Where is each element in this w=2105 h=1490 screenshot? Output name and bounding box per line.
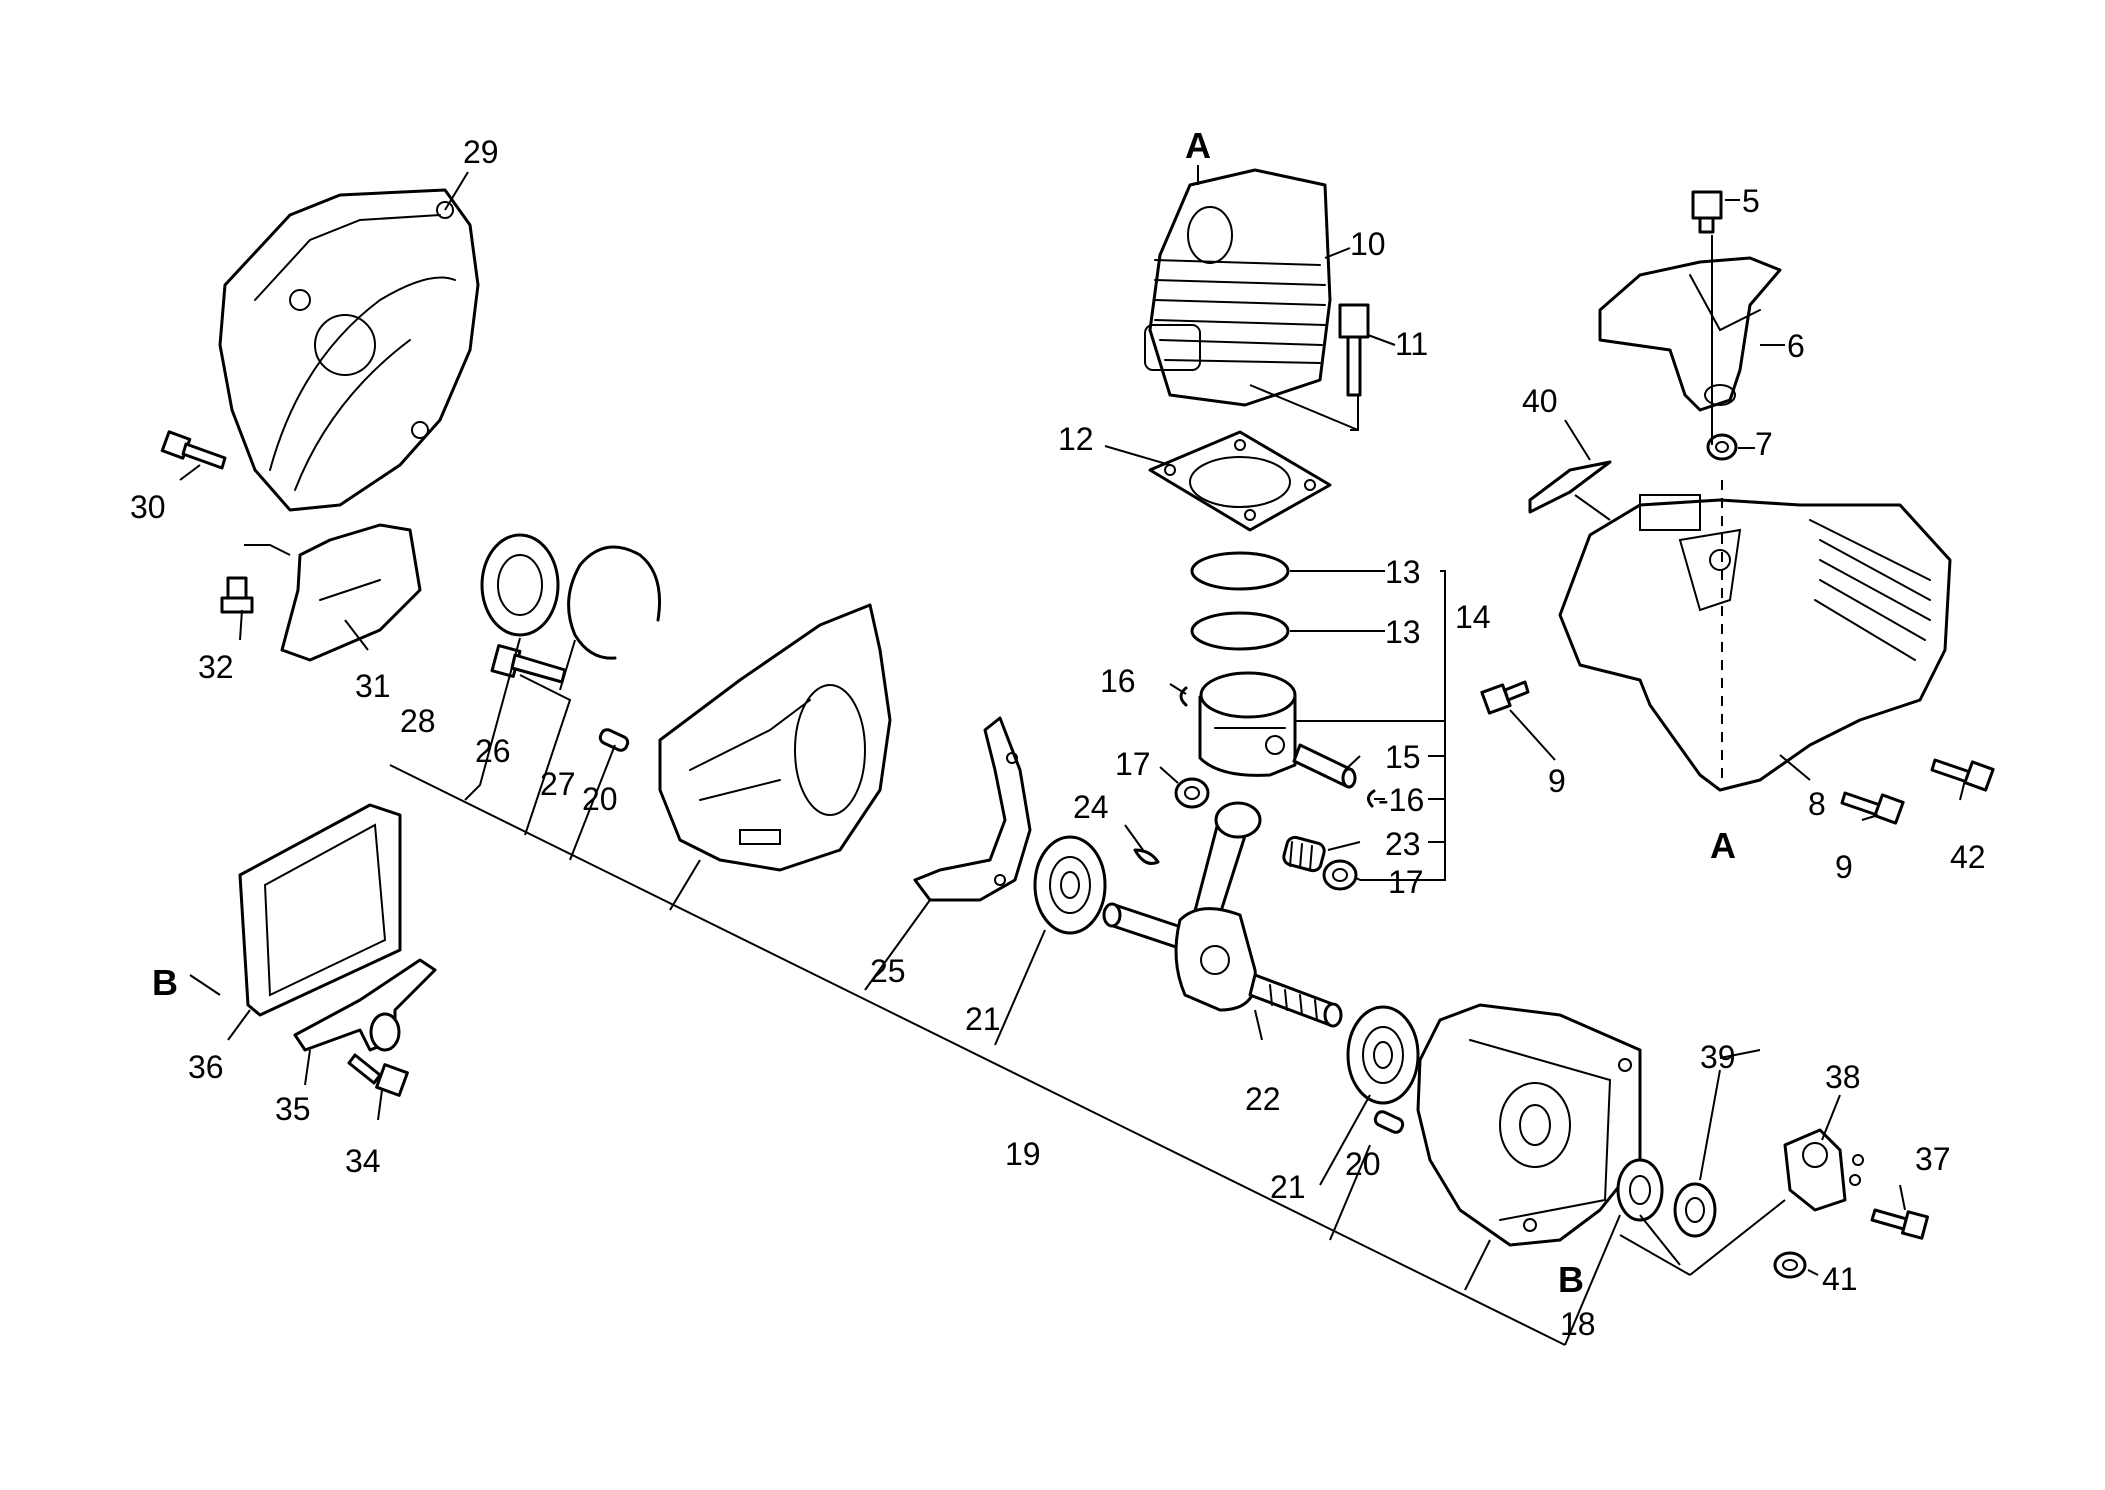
part-19-crankcase-left bbox=[658, 603, 892, 872]
callout-20-left: 20 bbox=[582, 781, 618, 817]
callout-34: 34 bbox=[345, 1143, 381, 1179]
ref-b-right: B bbox=[1558, 1259, 1584, 1300]
part-14-piston bbox=[1198, 671, 1297, 777]
part-10-cylinder bbox=[1144, 168, 1332, 407]
part-7-collar bbox=[1706, 433, 1738, 461]
callout-20-right: 20 bbox=[1345, 1146, 1381, 1182]
ref-a-top: A bbox=[1185, 125, 1211, 166]
callout-19: 19 bbox=[1005, 1136, 1041, 1172]
part-11-bolt bbox=[1338, 303, 1370, 397]
part-20-dowel-pin-right bbox=[1373, 1110, 1405, 1134]
part-17-washer-lower bbox=[1322, 859, 1358, 891]
part-39-bearing bbox=[1673, 1182, 1717, 1238]
callout-22: 22 bbox=[1245, 1081, 1281, 1117]
callout-30: 30 bbox=[130, 489, 166, 525]
part-5-bolt bbox=[1691, 190, 1723, 234]
ref-b-left: B bbox=[152, 962, 178, 1003]
callout-labels: 29 30 32 31 28 26 27 20 25 21 19 22 21 2… bbox=[130, 134, 1986, 1342]
part-6-upper-cover bbox=[1598, 256, 1782, 412]
callout-21-left: 21 bbox=[965, 1001, 1001, 1037]
part-16-clip-lower bbox=[1367, 789, 1376, 808]
callout-5: 5 bbox=[1742, 183, 1760, 219]
callout-10: 10 bbox=[1350, 226, 1386, 262]
part-37-bolt bbox=[1870, 1208, 1930, 1240]
part-40-label bbox=[1528, 460, 1612, 514]
part-38-oil-pump bbox=[1783, 1128, 1864, 1212]
callout-41: 41 bbox=[1822, 1261, 1858, 1297]
callout-9-left: 9 bbox=[1548, 763, 1566, 799]
callout-37: 37 bbox=[1915, 1141, 1951, 1177]
part-41-washer bbox=[1773, 1251, 1807, 1279]
part-42-bolt bbox=[1930, 758, 1995, 792]
part-21-bearing-left bbox=[1033, 835, 1107, 935]
callout-28: 28 bbox=[400, 703, 436, 739]
part-22-crankshaft bbox=[1102, 801, 1343, 1028]
part-21-bearing-right bbox=[1346, 1005, 1420, 1105]
callout-32: 32 bbox=[198, 649, 234, 685]
part-23-needle-bearing bbox=[1282, 835, 1326, 873]
callout-15: 15 bbox=[1385, 739, 1421, 775]
callout-25: 25 bbox=[870, 953, 906, 989]
part-27-circlip bbox=[567, 545, 662, 660]
callout-24: 24 bbox=[1073, 789, 1109, 825]
callout-13-lower: 13 bbox=[1385, 614, 1421, 650]
callout-14: 14 bbox=[1455, 599, 1491, 635]
part-30-bolt bbox=[160, 430, 227, 470]
callout-26: 26 bbox=[475, 733, 511, 769]
part-29-fan-cover bbox=[218, 188, 480, 512]
callout-8: 8 bbox=[1808, 786, 1826, 822]
callout-17-upper: 17 bbox=[1115, 746, 1151, 782]
callout-18: 18 bbox=[1560, 1306, 1596, 1342]
callout-39: 39 bbox=[1700, 1039, 1736, 1075]
callout-29: 29 bbox=[463, 134, 499, 170]
callout-9-right: 9 bbox=[1835, 849, 1853, 885]
part-36-gasket-frame bbox=[238, 803, 402, 1017]
part-17-washer-upper bbox=[1174, 777, 1210, 809]
callout-12: 12 bbox=[1058, 421, 1094, 457]
part-13-piston-ring-lower bbox=[1190, 611, 1290, 651]
part-25-gasket bbox=[913, 716, 1032, 902]
part-34-bolt bbox=[347, 1053, 409, 1097]
part-26-bolt bbox=[490, 644, 567, 684]
part-28-oil-seal bbox=[480, 533, 560, 637]
part-20-dowel-pin-left bbox=[598, 728, 630, 752]
callout-6: 6 bbox=[1787, 328, 1805, 364]
leader-lines bbox=[179, 165, 1966, 1346]
part-24-key bbox=[1133, 848, 1160, 865]
part-13-piston-ring-upper bbox=[1190, 551, 1290, 591]
part-31-bracket bbox=[280, 523, 422, 662]
part-9-bolt-right bbox=[1840, 791, 1905, 825]
part-19-crankcase-right bbox=[1416, 1003, 1642, 1247]
callout-13-upper: 13 bbox=[1385, 554, 1421, 590]
part-9-bolt-left bbox=[1480, 680, 1530, 715]
part-18-oil-seal bbox=[1616, 1158, 1664, 1222]
ref-a-bottom: A bbox=[1710, 825, 1736, 866]
callout-16-upper: 16 bbox=[1100, 663, 1136, 699]
callout-23: 23 bbox=[1385, 826, 1421, 862]
callout-17-lower: 17 bbox=[1388, 864, 1424, 900]
callout-40: 40 bbox=[1522, 383, 1558, 419]
callout-16-lower: -16 bbox=[1378, 782, 1424, 818]
callout-31: 31 bbox=[355, 668, 391, 704]
part-12-cylinder-gasket bbox=[1148, 430, 1332, 532]
callout-42: 42 bbox=[1950, 839, 1986, 875]
callout-7: 7 bbox=[1755, 426, 1773, 462]
callout-35: 35 bbox=[275, 1091, 311, 1127]
callout-27: 27 bbox=[540, 766, 576, 802]
callout-38: 38 bbox=[1825, 1059, 1861, 1095]
callout-11: 11 bbox=[1395, 326, 1428, 362]
part-35-bracket bbox=[293, 958, 437, 1052]
part-15-piston-pin bbox=[1292, 743, 1357, 789]
part-32-bolt bbox=[220, 576, 254, 614]
reference-letters: A A B B bbox=[152, 125, 1736, 1300]
callout-21-mid: 21 bbox=[1270, 1169, 1306, 1205]
part-8-cylinder-cover bbox=[1558, 494, 1952, 792]
callout-36: 36 bbox=[188, 1049, 224, 1085]
